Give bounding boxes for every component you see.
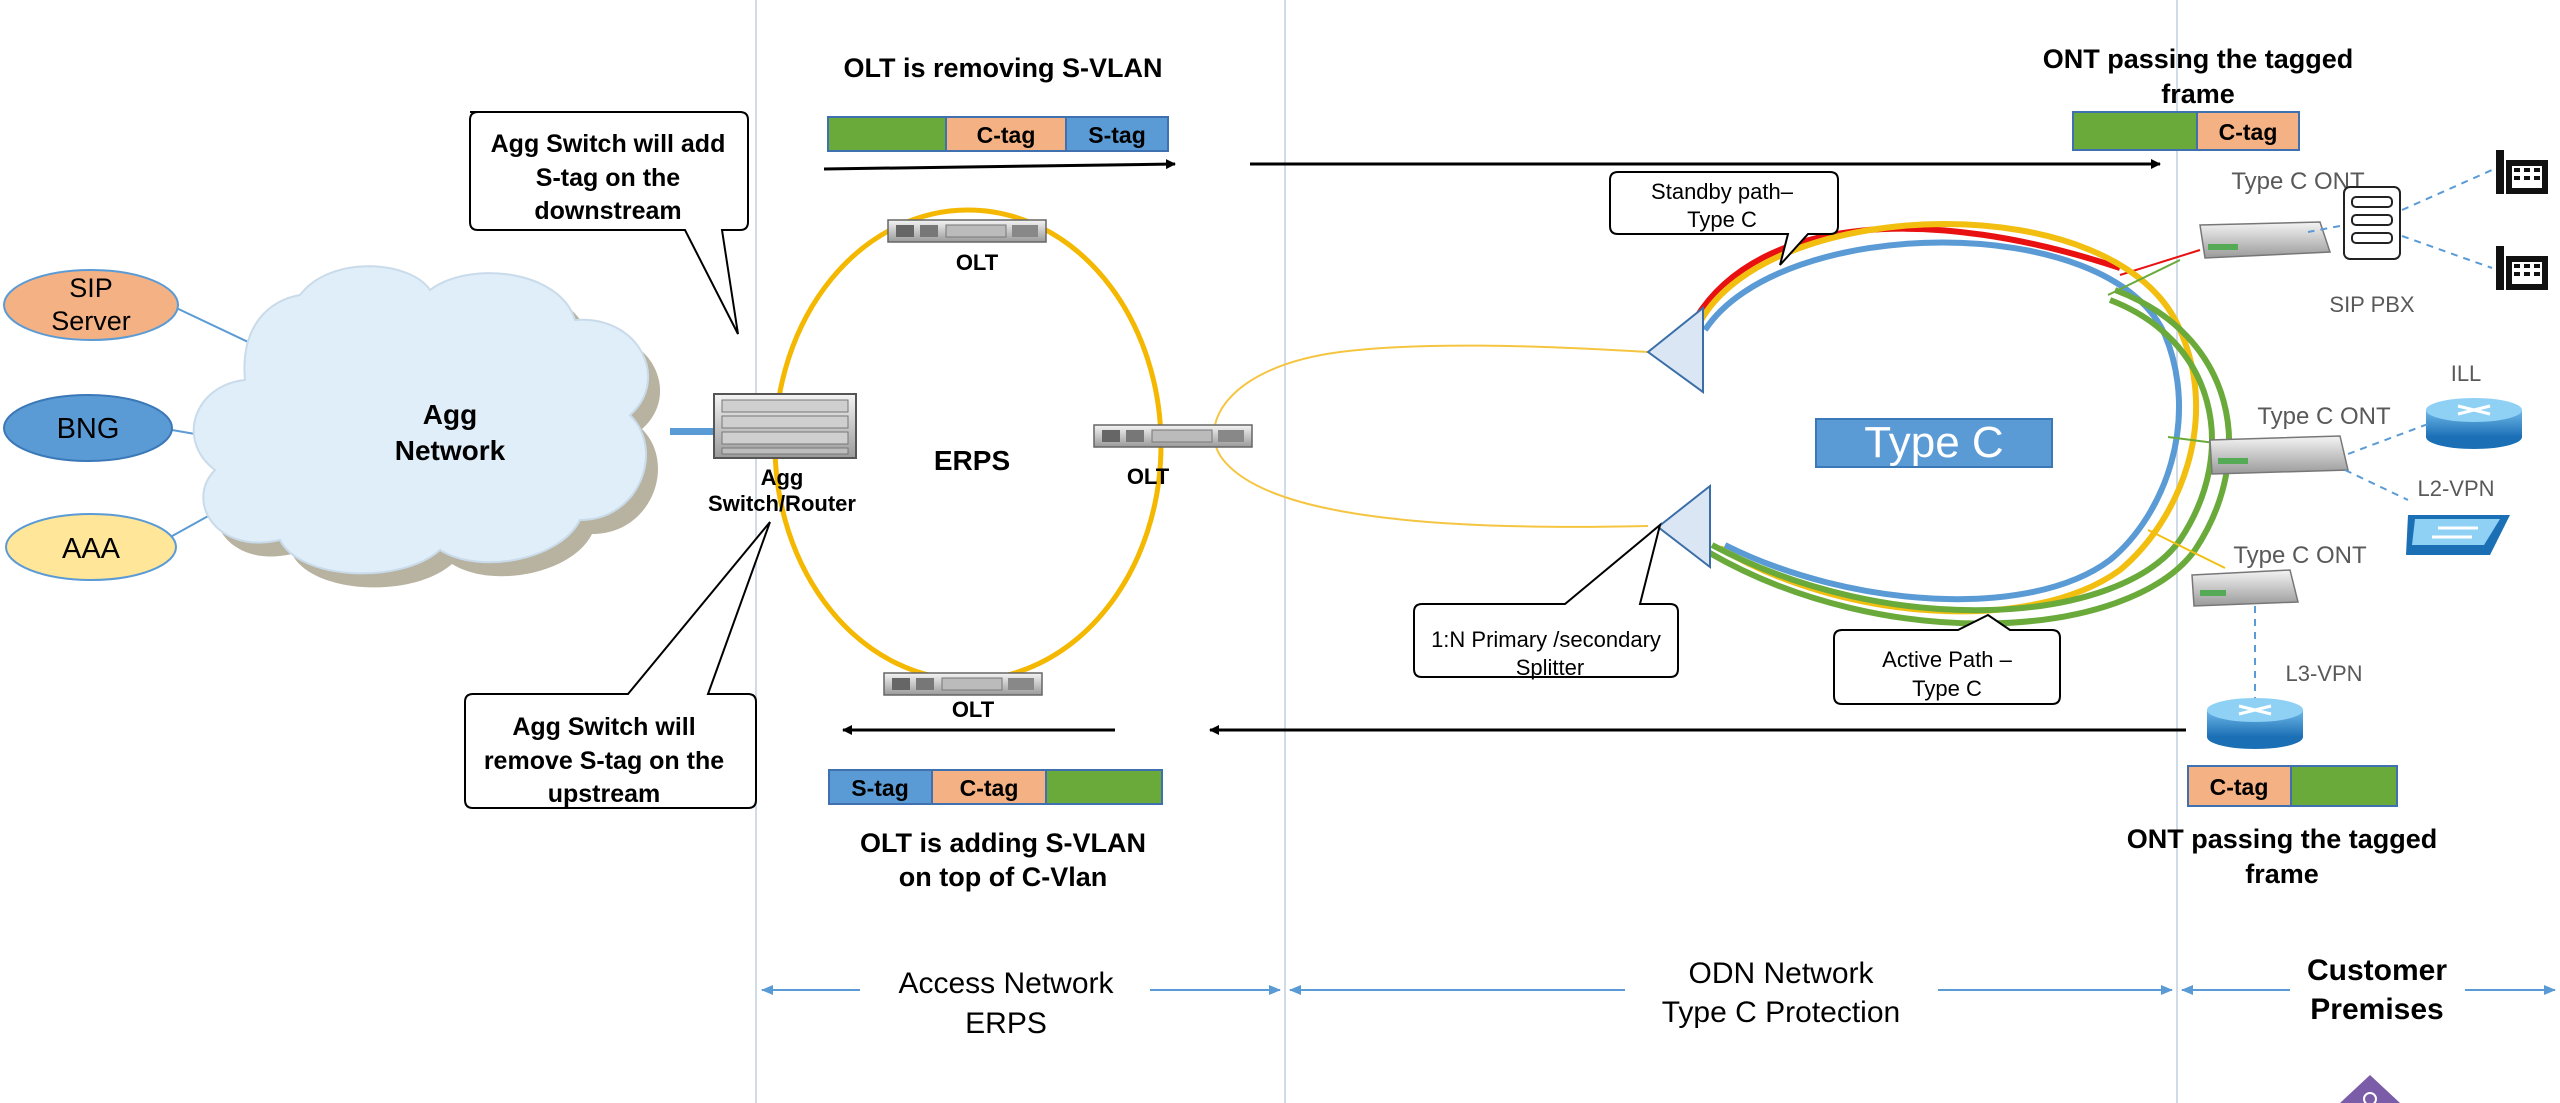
heading-ont-top-2: frame xyxy=(2161,79,2235,109)
ont-3-icon xyxy=(2191,569,2299,607)
ont-1-icon xyxy=(2199,221,2332,259)
zone-odn-line-2: Type C Protection xyxy=(1662,996,1900,1029)
frame-bottom-right-ctag-label: C-tag xyxy=(2210,774,2269,800)
zone-access-line-2: ERPS xyxy=(965,1007,1047,1040)
zone-customer-line-2: Premises xyxy=(2310,993,2443,1026)
downstream-arrow-access xyxy=(823,159,1176,171)
frame-stag xyxy=(1065,116,1169,152)
frame-stag xyxy=(828,769,933,805)
frame-ctag xyxy=(2187,765,2292,807)
callout-upstream-line-1: Agg Switch will xyxy=(512,713,695,741)
sip-pbx-icon xyxy=(2343,186,2401,260)
olt-bottom-icon xyxy=(883,672,1043,696)
ont-2-label: Type C ONT xyxy=(2257,403,2391,430)
callout-downstream-line-3: downstream xyxy=(534,197,681,225)
bng-label: BNG xyxy=(57,413,120,445)
callout-upstream-line-3: upstream xyxy=(548,780,661,808)
frame-top-left: C-tag S-tag xyxy=(827,116,1169,152)
heading-ont-bottom-2: frame xyxy=(2245,859,2319,889)
type-c-box-label: Type C xyxy=(1864,418,2003,467)
cloud-label: Agg xyxy=(423,399,477,430)
bng-node: BNG xyxy=(3,394,231,462)
aaa-label: AAA xyxy=(62,533,121,565)
heading-ont-bottom-1: ONT passing the tagged xyxy=(2127,824,2438,854)
frame-payload xyxy=(827,116,947,152)
callout-splitter-line-1: 1:N Primary /secondary xyxy=(1431,627,1661,652)
olt-right-label: OLT xyxy=(1127,464,1170,489)
splitter-top-icon xyxy=(1646,305,1704,394)
type-c-paths xyxy=(1693,221,2233,627)
sip-server-label-2: Server xyxy=(51,306,131,336)
frame-ctag xyxy=(945,116,1067,152)
ont-3-label: Type C ONT xyxy=(2233,542,2367,569)
agg-router-label: Agg xyxy=(761,465,804,490)
sip-server-node: SIP Server xyxy=(3,269,266,351)
frame-bottom-left-stag-label: S-tag xyxy=(851,775,909,801)
active-path-green-2 xyxy=(1706,287,2233,627)
callout-standby-line-1: Standby path– xyxy=(1651,179,1794,204)
heading-olt-adding-1: OLT is adding S-VLAN xyxy=(860,828,1146,858)
l3vpn-label: L3-VPN xyxy=(2285,661,2362,686)
cloud-label-2: Network xyxy=(395,435,506,466)
frame-payload xyxy=(1045,769,1163,805)
callout-splitter: 1:N Primary /secondary Splitter xyxy=(1413,522,1679,680)
callout-standby-path: Standby path– Type C xyxy=(1609,171,1839,266)
frame-top-right: C-tag xyxy=(2072,111,2300,151)
l2vpn-label: L2-VPN xyxy=(2417,476,2494,501)
heading-olt-removing: OLT is removing S-VLAN xyxy=(843,53,1162,83)
agg-router-label-2: Switch/Router xyxy=(708,491,856,516)
blue-path xyxy=(1702,239,2182,603)
odn-feeder-loop xyxy=(1213,344,1649,528)
frame-top-left-stag-label: S-tag xyxy=(1088,122,1146,148)
phone-1-icon xyxy=(2496,150,2548,194)
callout-upstream: Agg Switch will remove S-tag on the upst… xyxy=(464,521,771,809)
heading-ont-top-1: ONT passing the tagged xyxy=(2043,44,2354,74)
frame-bottom-right: C-tag xyxy=(2187,765,2398,807)
frame-top-right-ctag-label: C-tag xyxy=(2219,119,2278,145)
callout-active-line-2: Type C xyxy=(1912,676,1982,701)
active-path-green-1 xyxy=(1710,297,2215,614)
callout-upstream-line-2: remove S-tag on the xyxy=(484,747,724,775)
sip-pbx-label: SIP PBX xyxy=(2329,292,2415,317)
ill-router-icon xyxy=(2426,398,2522,449)
frame-bottom-left: S-tag C-tag xyxy=(828,769,1163,805)
callout-splitter-line-2: Splitter xyxy=(1516,655,1584,680)
callout-active-line-1: Active Path – xyxy=(1882,647,2012,672)
callout-active-path: Active Path – Type C xyxy=(1833,613,2061,705)
olt-top-icon xyxy=(887,219,1047,243)
olt-bottom-label: OLT xyxy=(952,697,995,722)
frame-ctag xyxy=(931,769,1047,805)
callout-downstream-line-1: Agg Switch will add xyxy=(491,130,726,158)
heading-olt-adding-2: on top of C-Vlan xyxy=(899,862,1107,892)
device-links xyxy=(2254,169,2493,698)
callout-downstream-line-2: S-tag on the xyxy=(536,164,681,192)
frame-top-left-ctag-label: C-tag xyxy=(977,122,1036,148)
frame-payload xyxy=(2290,765,2398,807)
sip-server-label: SIP xyxy=(69,273,113,303)
splitter-bottom-icon xyxy=(1656,483,1711,570)
l2vpn-switch-icon xyxy=(2406,515,2510,555)
frame-payload xyxy=(2072,111,2198,151)
callout-standby-line-2: Type C xyxy=(1687,207,1757,232)
cloud-to-router-link xyxy=(670,428,715,435)
callout-downstream: Agg Switch will add S-tag on the downstr… xyxy=(469,111,749,335)
type-c-box xyxy=(1815,418,2053,468)
zone-odn-line-1: ODN Network xyxy=(1688,957,1874,990)
phone-2-icon xyxy=(2496,246,2548,290)
ont-1-label: Type C ONT xyxy=(2231,168,2365,195)
agg-router-icon xyxy=(713,393,857,459)
ont-2-icon xyxy=(2209,435,2349,475)
erps-label: ERPS xyxy=(934,445,1010,476)
frame-bottom-left-ctag-label: C-tag xyxy=(960,775,1019,801)
ill-label: ILL xyxy=(2451,361,2482,386)
corner-logo-icon xyxy=(2340,1075,2400,1103)
frame-ctag xyxy=(2196,111,2300,151)
l3vpn-router-icon xyxy=(2207,698,2303,749)
zone-customer-line-1: Customer xyxy=(2307,954,2447,987)
agg-network-cloud: Agg Network xyxy=(192,265,661,588)
olt-top-label: OLT xyxy=(956,250,999,275)
olt-right-icon xyxy=(1093,424,1253,448)
zone-access-line-1: Access Network xyxy=(898,967,1114,1000)
